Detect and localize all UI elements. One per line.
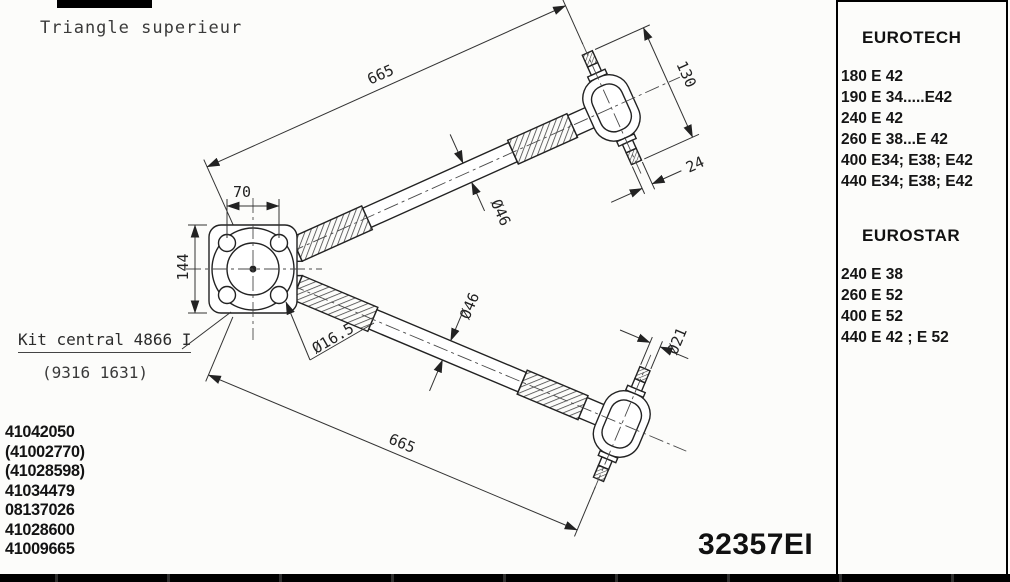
drawing-title: Triangle superieur [40,18,243,38]
lower-thread-outer [516,369,589,421]
upper-thread-outer [506,112,579,165]
model-item: 180 E 42 [841,68,904,85]
model-item: 240 E 38 [841,266,904,283]
part-number-list: 41042050 (41002770) (41028598) 41034479 … [5,422,85,559]
model-item: 440 E34; E38; E42 [841,173,973,190]
kit-central-label: Kit central 4866 I [18,330,192,353]
dim-24: 24 [683,153,707,177]
vehicle-application-panel: EUROTECH 180 E 42 190 E 34.....E42 240 E… [836,0,1008,574]
drawing-number: 32357EI [698,528,814,561]
scan-edge-artifact [0,574,1010,582]
part-number: 41009665 [5,539,75,558]
part-number: 41028600 [5,519,75,539]
scan-redaction-bar [57,0,152,8]
eurotech-model-list: 180 E 42 190 E 34.....E42 240 E 42 260 E… [841,66,1006,192]
dim-70: 70 [233,183,251,201]
upper-arm: 665 130 24 Ø46 [203,0,707,275]
part-number: (41002770) [5,441,85,461]
upper-pin-tip [625,147,643,166]
model-item: 260 E 38...E 42 [841,131,948,148]
panel-heading-eurostar: EUROSTAR [862,226,961,245]
part-number: 41042050 [5,422,75,441]
technical-drawing: 665 130 24 Ø46 [174,0,707,537]
eurostar-model-list: 240 E 38 260 E 52 400 E 52 440 E 42 ; E … [841,264,1006,348]
part-number: (41028598) [5,461,85,480]
panel-heading-eurotech: EUROTECH [862,28,962,47]
model-item: 440 E 42 ; E 52 [841,329,949,346]
model-item: 240 E 42 [841,110,904,127]
bolt-hole [269,285,289,305]
bolt-hole [217,285,237,305]
lower-thread-inner [291,274,379,333]
upper-pin-tip [581,49,599,69]
dim-dia21: Ø21 [664,325,691,357]
dim-dia46-lower: Ø46 [456,290,483,322]
dim-dia16-5: Ø16.5 [309,319,357,357]
dim-130: 130 [672,58,700,90]
model-item: 190 E 34.....E42 [841,89,953,106]
lower-arm: 665 Ø21 Ø46 [205,263,691,537]
center-hub [186,198,322,340]
dim-665-bottom: 665 [386,430,418,457]
model-item: 400 E 52 [841,308,904,325]
kit-central-reference: (9316 1631) [42,363,148,382]
model-item: 260 E 52 [841,287,904,304]
dim-dia46-upper: Ø46 [487,196,515,228]
kit-leader-line [181,311,232,350]
model-item: 400 E34; E38; E42 [841,152,973,169]
dim-144: 144 [174,253,192,280]
part-number: 08137026 [5,500,75,519]
part-number: 41034479 [5,480,75,500]
